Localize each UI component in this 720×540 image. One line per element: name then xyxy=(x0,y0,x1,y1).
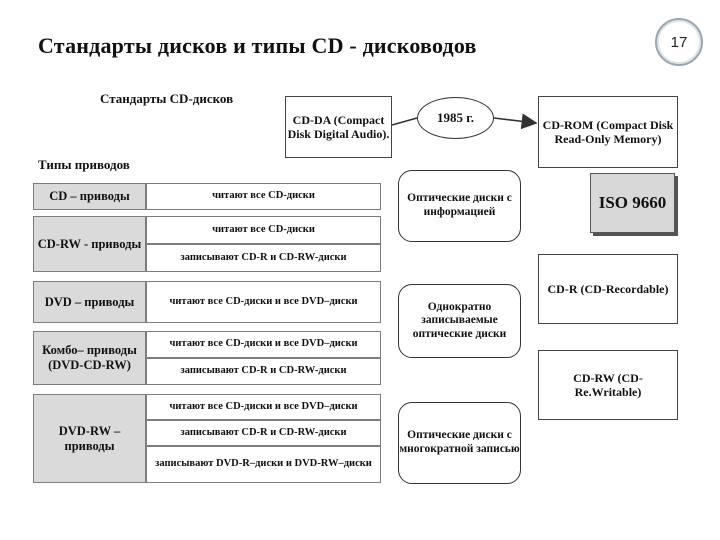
cd-r-box: CD-R (CD-Recordable) xyxy=(538,254,678,324)
drive-ability: записывают DVD-R–диски и DVD-RW–диски xyxy=(146,446,381,483)
drive-ability: читают все CD-диски и все DVD–диски xyxy=(146,394,381,420)
cd-da-box: CD-DA (Compact Disk Digital Audio). xyxy=(285,96,392,158)
write-once-disks-bubble: Однократно записываемые оптические диски xyxy=(398,284,521,358)
drive-ability: читают все CD-диски и все DVD–диски xyxy=(146,331,381,358)
drive-ability: записывают CD-R и CD-RW-диски xyxy=(146,244,381,272)
cd-rom-box: CD-ROM (Compact Disk Read-Only Memory) xyxy=(538,96,678,168)
iso-9660-box: ISO 9660 xyxy=(590,173,675,233)
rewritable-disks-bubble: Оптические диски с многократной записью xyxy=(398,402,521,484)
drives-heading: Типы приводов xyxy=(38,157,130,172)
page-number-badge: 17 xyxy=(655,18,703,66)
drive-name-dvd-rw: DVD-RW – приводы xyxy=(33,394,146,483)
drive-name-dvd: DVD – приводы xyxy=(33,281,146,323)
drive-name-cd-rw: CD-RW - приводы xyxy=(33,216,146,272)
standards-heading: Стандарты CD-дисков xyxy=(100,91,234,106)
drive-ability: записывают CD-R и CD-RW-диски xyxy=(146,358,381,385)
year-ellipse: 1985 г. xyxy=(417,97,494,139)
drive-ability: читают все CD-диски и все DVD–диски xyxy=(146,281,381,323)
drive-ability: читают все CD-диски xyxy=(146,216,381,244)
drive-name-combo: Комбо– приводы (DVD-CD-RW) xyxy=(33,331,146,385)
page-title: Стандарты дисков и типы CD - дисководов xyxy=(38,33,477,58)
optical-disks-bubble: Оптические диски с информацией xyxy=(398,170,521,242)
cd-rw-box: CD-RW (CD- Re.Writable) xyxy=(538,350,678,420)
drive-name-cd: CD – приводы xyxy=(33,183,146,210)
cd-da-to-year-line xyxy=(391,117,418,126)
drive-ability: записывают CD-R и CD-RW-диски xyxy=(146,420,381,446)
year-to-cd-rom-arrow xyxy=(493,113,538,130)
drive-ability: читают все CD-диски xyxy=(146,183,381,210)
